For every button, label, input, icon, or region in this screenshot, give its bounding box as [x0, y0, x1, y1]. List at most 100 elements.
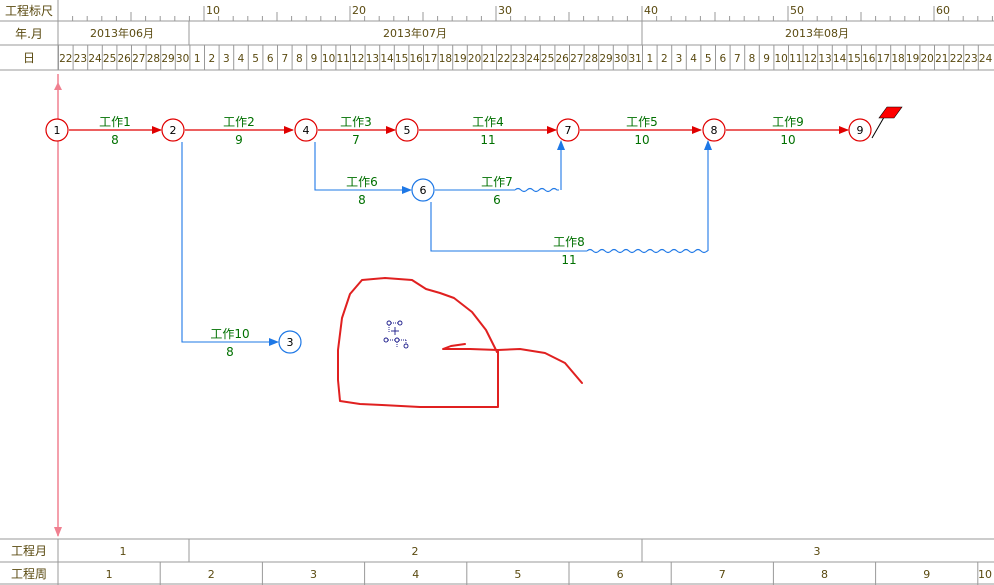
scale-tick-label: 40: [644, 4, 658, 17]
task-name: 工作1: [99, 115, 131, 129]
day-cell: 7: [281, 53, 288, 65]
day-cell: 30: [614, 53, 627, 65]
week-cell: 6: [617, 568, 624, 581]
day-cell: 29: [599, 53, 612, 65]
day-cell: 26: [556, 53, 570, 65]
arrow-task-10[interactable]: [181, 142, 279, 346]
node-2[interactable]: 2: [161, 118, 185, 142]
node-label: 6: [420, 184, 427, 197]
day-cell: 8: [296, 53, 303, 65]
scale-row-label: 工程标尺: [5, 3, 53, 18]
day-cell: 15: [848, 53, 861, 65]
project-month-cell: 1: [120, 545, 127, 558]
node-label: 9: [857, 124, 864, 137]
day-cell: 5: [705, 53, 712, 65]
node-3[interactable]: 3: [278, 330, 302, 354]
scale-tick-label: 30: [498, 4, 512, 17]
hand-drawn-annotation: [337, 277, 583, 408]
scale-tick-label: 20: [352, 4, 366, 17]
day-cell: 4: [690, 53, 697, 65]
task-duration: 8: [111, 133, 119, 147]
node-label: 4: [303, 124, 310, 137]
day-cell: 24: [979, 53, 993, 65]
task-name: 工作2: [223, 115, 255, 129]
day-cell: 26: [118, 53, 132, 65]
week-cell: 9: [923, 568, 930, 581]
free-float-wave-7: [514, 187, 559, 193]
task-name: 工作6: [346, 175, 378, 189]
task-duration: 7: [352, 133, 360, 147]
task-duration: 8: [358, 193, 366, 207]
week-cell: 2: [208, 568, 215, 581]
day-cell: 24: [88, 53, 102, 65]
day-cell: 4: [238, 53, 245, 65]
day-cell: 3: [223, 53, 230, 65]
day-cell: 16: [410, 53, 424, 65]
task-duration: 8: [226, 345, 234, 359]
day-cell: 27: [570, 53, 583, 65]
task-duration: 10: [634, 133, 649, 147]
day-cell: 22: [59, 53, 72, 65]
task-name: 工作7: [481, 175, 513, 189]
project-month-cell: 2: [412, 545, 419, 558]
day-row-label: 日: [23, 51, 35, 65]
day-cell: 6: [719, 53, 726, 65]
week-cell: 4: [412, 568, 419, 581]
node-9[interactable]: 9: [848, 118, 872, 142]
week-cell: 5: [514, 568, 521, 581]
day-cell: 21: [935, 53, 948, 65]
node-label: 3: [287, 336, 294, 349]
scale-tick-label: 10: [206, 4, 220, 17]
day-cell: 22: [950, 53, 963, 65]
move-cursor-icon: [383, 320, 409, 349]
day-cell: 11: [337, 53, 350, 65]
day-cell: 16: [862, 53, 876, 65]
month-label: 2013年07月: [383, 26, 447, 40]
day-cell: 23: [512, 53, 525, 65]
week-cell: 7: [719, 568, 726, 581]
task-name: 工作4: [472, 115, 504, 129]
day-cell: 1: [646, 53, 653, 65]
day-cell: 10: [322, 53, 335, 65]
arrow-task-6[interactable]: [314, 142, 412, 194]
day-cell: 20: [921, 53, 934, 65]
day-cell: 12: [804, 53, 817, 65]
day-cell: 13: [818, 53, 831, 65]
day-cell: 25: [103, 53, 116, 65]
day-cell: 8: [749, 53, 756, 65]
day-cell: 18: [439, 53, 452, 65]
day-cell: 10: [775, 53, 788, 65]
day-cell: 17: [877, 53, 890, 65]
day-cell: 2: [208, 53, 215, 65]
scale-tick-label: 50: [790, 4, 804, 17]
node-label: 1: [54, 124, 61, 137]
day-cell: 9: [311, 53, 318, 65]
day-cell: 25: [541, 53, 554, 65]
node-1[interactable]: 1: [45, 118, 69, 142]
project-month-cell: 3: [814, 545, 821, 558]
week-cell: 8: [821, 568, 828, 581]
node-5[interactable]: 5: [395, 118, 419, 142]
node-4[interactable]: 4: [294, 118, 318, 142]
task-duration: 11: [561, 253, 576, 267]
week-cell: 10: [978, 568, 992, 581]
task-duration: 9: [235, 133, 243, 147]
task-name: 工作9: [772, 115, 804, 129]
project-week-label: 工程周: [11, 566, 47, 581]
task-name: 工作5: [626, 115, 658, 129]
day-cell: 17: [424, 53, 437, 65]
node-8[interactable]: 8: [702, 118, 726, 142]
day-cell: 23: [964, 53, 977, 65]
week-cell: 1: [106, 568, 113, 581]
day-cell: 12: [351, 53, 364, 65]
task-duration: 10: [780, 133, 795, 147]
node-7[interactable]: 7: [556, 118, 580, 142]
arrow-task-8[interactable]: [430, 202, 587, 252]
day-cell: 1: [194, 53, 201, 65]
time-cursor-top-arrow: [54, 82, 62, 90]
node-6[interactable]: 6: [411, 178, 435, 202]
